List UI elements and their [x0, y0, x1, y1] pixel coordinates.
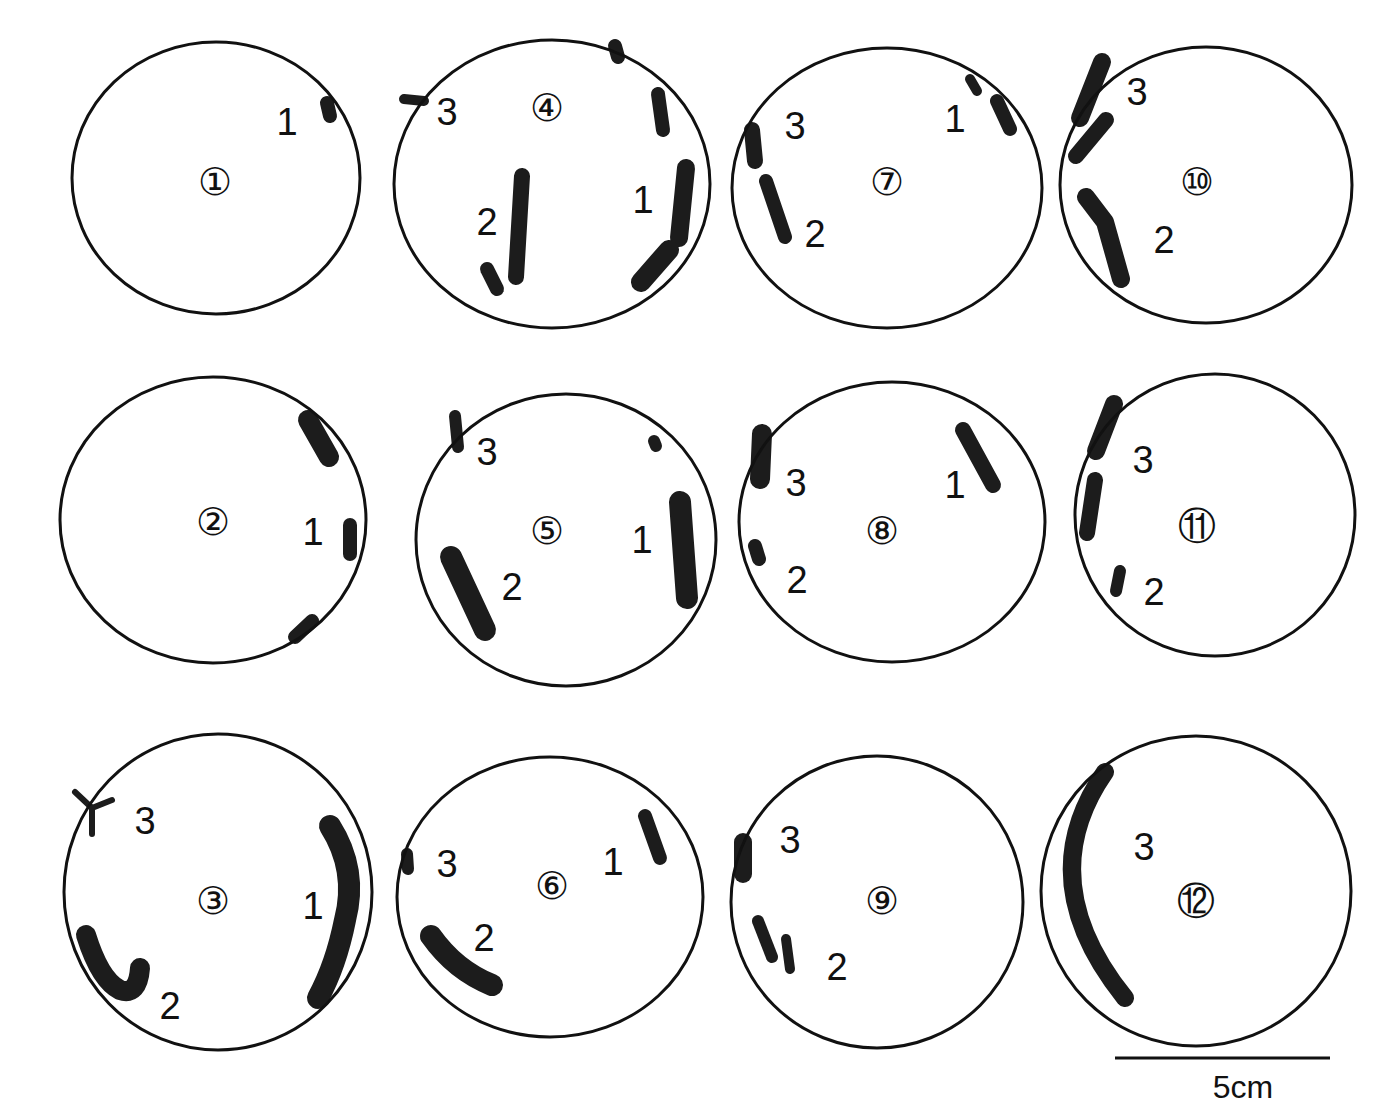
specimen-number: ⑦ [870, 163, 904, 201]
scale-label: 5cm [1213, 1071, 1273, 1103]
specimen-number: ② [196, 503, 230, 541]
lesion-mark [752, 130, 755, 161]
lesion-mark [758, 921, 772, 957]
lesion-mark [516, 176, 522, 277]
section-outline: ⑩2 3 [1058, 45, 1354, 325]
section-outline-line [1060, 47, 1352, 323]
lesion-mark [766, 181, 785, 237]
lesion-mark [786, 939, 790, 969]
lesion-mark [1116, 571, 1120, 591]
lesion-mark [404, 99, 424, 101]
section-outline-shape [392, 38, 712, 330]
specimen-number: ⑪ [1178, 507, 1216, 545]
section-outline: ⑨2 3 [729, 754, 1025, 1050]
lesion-mark [679, 168, 686, 238]
lesion-mark [641, 250, 669, 282]
specimen-number: ④ [530, 89, 564, 127]
section-outline-line [739, 382, 1045, 662]
section-outline: ④ 1 2 3 [392, 38, 712, 330]
lesion-callout: 1 [631, 521, 652, 559]
section-outline-line [64, 734, 372, 1050]
lesion-callout: 2 [786, 561, 807, 599]
lesion-mark [1076, 120, 1106, 156]
lesion-mark [963, 430, 993, 485]
lesion-callout: 3 [779, 821, 800, 859]
section-outline: ③ 1 2 3 [62, 732, 374, 1052]
specimen-number: ⑨ [865, 882, 899, 920]
section-outline: ②1 [58, 375, 368, 665]
lesion-mark [755, 546, 759, 559]
lesion-callout: 2 [476, 203, 497, 241]
lesion-mark [658, 94, 663, 130]
lesion-callout: 3 [134, 802, 155, 840]
lesion-callout: 2 [1143, 573, 1164, 611]
section-outline-line [732, 48, 1042, 328]
lesion-mark [680, 502, 687, 598]
lesion-callout: 3 [1132, 441, 1153, 479]
section-outline: ⑦ 1 2 3 [730, 46, 1044, 330]
lesion-mark [86, 935, 140, 991]
section-outline: ⑧ 1 2 3 [737, 380, 1047, 664]
lesion-callout: 1 [632, 181, 653, 219]
specimen-number: ⑤ [530, 512, 564, 550]
specimen-number: ⑩ [1180, 163, 1214, 201]
section-outline-line [416, 394, 716, 686]
lesion-callout: 3 [476, 433, 497, 471]
lesion-mark [1087, 480, 1095, 533]
lesion-mark [343, 525, 357, 554]
lesion-callout: 3 [436, 845, 457, 883]
lesion-callout: 2 [501, 568, 522, 606]
section-outline: ⑫3 [1039, 734, 1353, 1048]
section-outline-line [731, 756, 1023, 1048]
section-outline: ①1 [70, 40, 362, 316]
lesion-mark [1072, 772, 1125, 998]
specimen-number: ③ [196, 882, 230, 920]
section-outline-line [1041, 736, 1351, 1046]
lesion-callout: 3 [785, 464, 806, 502]
lesion-callout: 3 [1133, 828, 1154, 866]
lesion-callout: 1 [944, 466, 965, 504]
lesion-mark [1086, 197, 1121, 279]
lesion-callout: 2 [159, 987, 180, 1025]
lesion-mark [654, 441, 656, 446]
lesion-mark [407, 854, 408, 869]
section-outline-shape [414, 392, 718, 688]
lesion-callout: 2 [826, 948, 847, 986]
section-outline-line [394, 40, 710, 328]
scale-bar [1115, 1057, 1330, 1060]
specimen-number: ⑧ [865, 512, 899, 550]
section-outline: ⑪2 3 [1073, 372, 1357, 658]
lesion-callout: 1 [602, 843, 623, 881]
lesion-marks [75, 46, 1125, 998]
specimen-number: ① [198, 163, 232, 201]
specimen-number: ⑫ [1177, 882, 1215, 920]
lesion-mark [997, 101, 1010, 129]
lesion-mark [970, 79, 977, 91]
lesion-callout: 2 [804, 215, 825, 253]
lesion-callout: 1 [302, 513, 323, 551]
lesion-callout: 1 [276, 103, 297, 141]
section-outline-line [397, 757, 703, 1037]
lesion-mark [327, 103, 330, 116]
lesion-callout: 1 [944, 100, 965, 138]
lesion-mark [487, 269, 497, 289]
lesion-callout: 2 [1153, 221, 1174, 259]
specimen-number: ⑥ [535, 867, 569, 905]
lesion-callout: 3 [436, 93, 457, 131]
lesion-callout: 1 [302, 887, 323, 925]
lesion-callout: 2 [473, 919, 494, 957]
section-outline-line [60, 377, 366, 663]
section-outline: ⑥1 23 [395, 755, 705, 1039]
section-outline: ⑤ 1 2 3 [414, 392, 718, 688]
section-outline-line [1075, 374, 1355, 656]
lesion-mark [451, 557, 485, 630]
lesion-callout: 3 [784, 107, 805, 145]
lesion-mark [645, 816, 660, 858]
lesion-callout: 3 [1126, 73, 1147, 111]
section-outline-line [72, 42, 360, 314]
lesion-mark [760, 434, 762, 479]
